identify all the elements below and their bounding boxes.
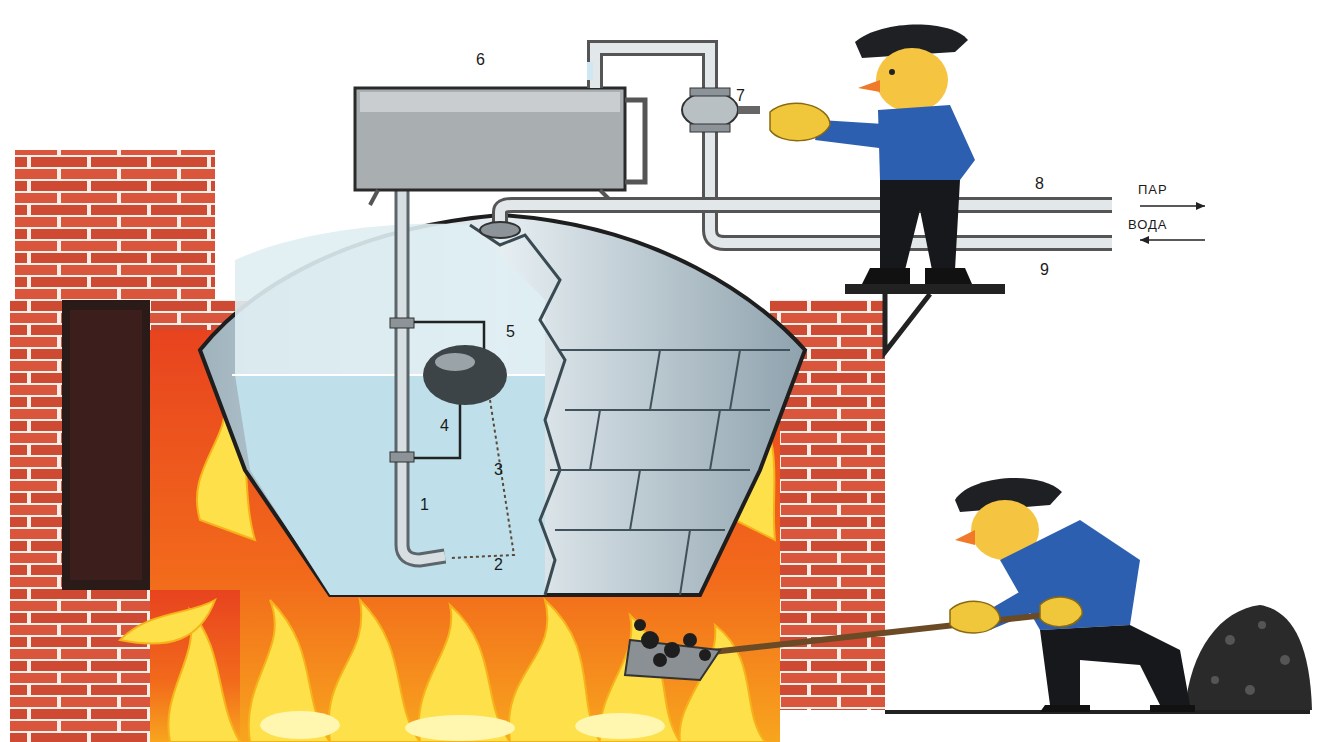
callout-number: 9 xyxy=(1040,262,1049,278)
flow-label: ВОДА xyxy=(1128,218,1168,231)
callout-number: 2 xyxy=(494,557,503,573)
callout-number: 8 xyxy=(1035,176,1044,192)
callout-number: 7 xyxy=(736,88,745,104)
callout-number: 1 xyxy=(420,497,429,513)
callout-number: 6 xyxy=(476,52,485,68)
flow-label: ПАР xyxy=(1138,183,1168,196)
callout-number: 5 xyxy=(506,324,515,340)
callout-number: 4 xyxy=(440,418,449,434)
callout-number: 3 xyxy=(494,462,503,478)
